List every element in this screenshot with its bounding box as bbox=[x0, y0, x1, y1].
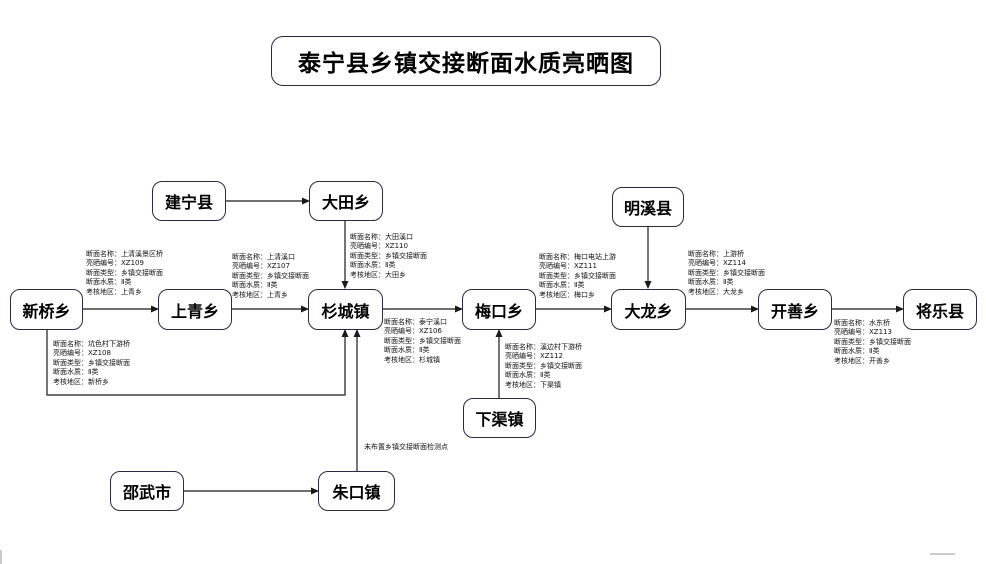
section-name: 断面名称：水东桥 bbox=[834, 319, 890, 327]
section-quality: 断面水质：Ⅱ类 bbox=[53, 368, 99, 377]
section-quality: 断面水质：Ⅱ类 bbox=[384, 346, 430, 355]
section-code: 亮晒编号：XZ108 bbox=[53, 349, 111, 358]
section-code: 亮晒编号：XZ111 bbox=[539, 262, 597, 271]
section-code: 亮晒编号：XZ106 bbox=[384, 327, 442, 336]
section-type: 断面类型：乡镇交接断面 bbox=[232, 271, 309, 280]
node-mingxi: 明溪县 bbox=[612, 187, 684, 227]
section-type: 断面类型：乡镇交接断面 bbox=[350, 251, 427, 260]
section-quality: 断面水质：Ⅱ类 bbox=[834, 347, 880, 356]
section-area: 考核地区：梅口乡 bbox=[539, 290, 595, 299]
section-quality: 断面水质：Ⅱ类 bbox=[86, 278, 132, 287]
section-area: 考核地区：大龙乡 bbox=[688, 287, 744, 296]
section-name: 断面名称：泰宁溪口 bbox=[384, 318, 447, 326]
section-area: 考核地区：开善乡 bbox=[834, 356, 890, 365]
section-name: 断面名称：梅口电站上游 bbox=[539, 253, 616, 261]
section-name: 断面名称：上游桥 bbox=[688, 250, 744, 258]
section-info-xz110: 断面名称：大田溪口 亮晒编号：XZ110 断面类型：乡镇交接断面 断面水质：Ⅱ类… bbox=[350, 233, 427, 280]
node-shangqing: 上青乡 bbox=[158, 289, 232, 330]
section-type: 断面类型：乡镇交接断面 bbox=[53, 358, 130, 367]
section-code: 亮晒编号：XZ110 bbox=[350, 242, 408, 251]
section-area: 考核地区：上青乡 bbox=[232, 290, 288, 299]
section-code: 亮晒编号：XZ107 bbox=[232, 262, 290, 271]
section-type: 断面类型：乡镇交接断面 bbox=[384, 336, 461, 345]
section-type: 断面类型：乡镇交接断面 bbox=[86, 268, 163, 277]
node-xinqiao: 新桥乡 bbox=[10, 289, 83, 330]
section-code: 亮晒编号：XZ113 bbox=[834, 328, 892, 337]
section-name: 断面名称：坑色村下游桥 bbox=[53, 340, 130, 348]
section-area: 考核地区：杉城镇 bbox=[384, 355, 440, 364]
section-quality: 断面水质：Ⅱ类 bbox=[505, 371, 551, 380]
section-type: 断面类型：乡镇交接断面 bbox=[834, 337, 911, 346]
section-type: 断面类型：乡镇交接断面 bbox=[539, 271, 616, 280]
section-quality: 断面水质：Ⅱ类 bbox=[350, 261, 396, 270]
section-code: 亮晒编号：XZ114 bbox=[688, 259, 746, 268]
section-code: 亮晒编号：XZ109 bbox=[86, 259, 144, 268]
section-info-xz112: 断面名称：溪边村下游桥 亮晒编号：XZ112 断面类型：乡镇交接断面 断面水质：… bbox=[505, 343, 582, 390]
section-area: 考核地区：下渠镇 bbox=[505, 380, 561, 389]
section-name: 断面名称：上清溪口 bbox=[232, 253, 295, 261]
page-corner-mark-left bbox=[0, 550, 2, 564]
node-xiaqu: 下渠镇 bbox=[463, 398, 536, 438]
section-info-xz114: 断面名称：上游桥 亮晒编号：XZ114 断面类型：乡镇交接断面 断面水质：Ⅱ类 … bbox=[688, 250, 765, 297]
section-quality: 断面水质：Ⅱ类 bbox=[688, 278, 734, 287]
arrow-xinqiao-shancheng bbox=[46, 329, 349, 396]
section-type: 断面类型：乡镇交接断面 bbox=[505, 361, 582, 370]
node-jianning: 建宁县 bbox=[152, 181, 226, 221]
node-meikou: 梅口乡 bbox=[462, 289, 536, 330]
section-info-xz106: 断面名称：泰宁溪口 亮晒编号：XZ106 断面类型：乡镇交接断面 断面水质：Ⅱ类… bbox=[384, 318, 461, 365]
section-quality: 断面水质：Ⅱ类 bbox=[232, 281, 278, 290]
diagram-title: 泰宁县乡镇交接断面水质亮晒图 bbox=[271, 36, 661, 86]
section-area: 考核地区：新桥乡 bbox=[53, 377, 109, 386]
section-quality: 断面水质：Ⅱ类 bbox=[539, 281, 585, 290]
section-name: 断面名称：上清溪景区桥 bbox=[86, 250, 163, 258]
node-shancheng: 杉城镇 bbox=[308, 289, 383, 330]
node-datian: 大田乡 bbox=[309, 181, 383, 221]
node-zhukou: 朱口镇 bbox=[318, 471, 395, 511]
node-shaowu: 邵武市 bbox=[110, 471, 184, 511]
section-info-xz111: 断面名称：梅口电站上游 亮晒编号：XZ111 断面类型：乡镇交接断面 断面水质：… bbox=[539, 253, 616, 300]
section-type: 断面类型：乡镇交接断面 bbox=[688, 268, 765, 277]
section-name: 断面名称：溪边村下游桥 bbox=[505, 343, 582, 351]
section-code: 亮晒编号：XZ112 bbox=[505, 352, 563, 361]
section-name: 断面名称：大田溪口 bbox=[350, 233, 413, 241]
zhukou-note: 未布置乡镇交接断面检测点 bbox=[364, 443, 448, 451]
node-jiangle: 将乐县 bbox=[903, 289, 977, 330]
node-kaishan: 开善乡 bbox=[758, 289, 832, 330]
section-area: 考核地区：上青乡 bbox=[86, 287, 142, 296]
page-corner-mark-right bbox=[930, 553, 955, 555]
section-info-xz113: 断面名称：水东桥 亮晒编号：XZ113 断面类型：乡镇交接断面 断面水质：Ⅱ类 … bbox=[834, 319, 911, 366]
section-info-xz109: 断面名称：上清溪景区桥 亮晒编号：XZ109 断面类型：乡镇交接断面 断面水质：… bbox=[86, 250, 163, 297]
node-dalong: 大龙乡 bbox=[611, 289, 686, 330]
section-area: 考核地区：大田乡 bbox=[350, 270, 406, 279]
section-info-xz107: 断面名称：上清溪口 亮晒编号：XZ107 断面类型：乡镇交接断面 断面水质：Ⅱ类… bbox=[232, 253, 309, 300]
section-info-xz108: 断面名称：坑色村下游桥 亮晒编号：XZ108 断面类型：乡镇交接断面 断面水质：… bbox=[53, 340, 130, 387]
